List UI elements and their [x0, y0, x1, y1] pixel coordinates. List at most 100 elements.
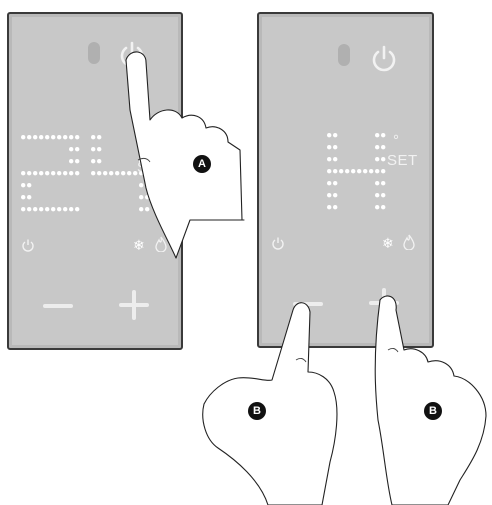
- plus-button[interactable]: [119, 290, 149, 320]
- display-dot: [327, 145, 332, 150]
- display-dot: [327, 181, 332, 186]
- small-power-icon: [22, 239, 34, 252]
- display-dot: [333, 169, 338, 174]
- display-dot: [91, 171, 96, 176]
- display-dot: [97, 159, 102, 164]
- minus-button[interactable]: [43, 304, 73, 308]
- display-dot: [375, 205, 380, 210]
- display-dot: [375, 157, 380, 162]
- display-dot: [69, 159, 74, 164]
- display-dot: [381, 157, 386, 162]
- display-dot: [97, 171, 102, 176]
- display-dot: [381, 169, 386, 174]
- display-dot: [51, 207, 56, 212]
- display-dot: [121, 171, 126, 176]
- display-dot: [109, 171, 114, 176]
- display-dot: [39, 207, 44, 212]
- display-dot: [75, 135, 80, 140]
- display-dot: [63, 171, 68, 176]
- display-dot: [139, 207, 144, 212]
- display-dot: [139, 195, 144, 200]
- led-indicator: [88, 42, 100, 64]
- display-dot: [75, 171, 80, 176]
- snowflake-icon: ❄: [382, 235, 394, 251]
- display-dot: [27, 135, 32, 140]
- display-dot: [351, 169, 356, 174]
- display-dot: [33, 135, 38, 140]
- display-dot: [115, 171, 120, 176]
- snowflake-icon: ❄: [133, 237, 145, 253]
- display-dot: [21, 171, 26, 176]
- display-dot: [333, 205, 338, 210]
- display-dot: [75, 147, 80, 152]
- display-dot: [357, 169, 362, 174]
- display-dot: [375, 181, 380, 186]
- display-dot: [21, 135, 26, 140]
- thermostat-panel-right: ° SET ❄: [257, 12, 434, 348]
- display-dot: [21, 195, 26, 200]
- small-power-icon: [272, 237, 284, 250]
- display-dot: [91, 159, 96, 164]
- display-dot: [381, 205, 386, 210]
- display-dot: [333, 193, 338, 198]
- display-dot: [327, 205, 332, 210]
- display-dot: [91, 147, 96, 152]
- display-dot: [327, 169, 332, 174]
- minus-button[interactable]: [293, 302, 323, 306]
- display-dot: [57, 135, 62, 140]
- display-dot: [133, 171, 138, 176]
- display-dot: [51, 171, 56, 176]
- display-dot: [69, 207, 74, 212]
- degree-symbol: °: [393, 132, 400, 149]
- display-dot: [333, 181, 338, 186]
- display-dot: [27, 207, 32, 212]
- display-dot: [39, 171, 44, 176]
- display-dot: [27, 195, 32, 200]
- display-dot: [97, 147, 102, 152]
- display-dot: [33, 207, 38, 212]
- display-dot: [139, 183, 144, 188]
- display-dot: [45, 207, 50, 212]
- display-dot: [339, 169, 344, 174]
- display-dot: [75, 159, 80, 164]
- display-dot: [327, 193, 332, 198]
- flame-icon: [155, 236, 167, 252]
- display-dot: [75, 207, 80, 212]
- display-dot: [127, 171, 132, 176]
- display-dot: [381, 181, 386, 186]
- display-dot: [45, 171, 50, 176]
- display-dot: [333, 145, 338, 150]
- display-dot: [375, 169, 380, 174]
- display-dot: [333, 157, 338, 162]
- display-dot: [27, 171, 32, 176]
- display-dot: [333, 133, 338, 138]
- display-dot: [39, 135, 44, 140]
- display-dot: [327, 157, 332, 162]
- display-dot: [69, 147, 74, 152]
- display-dot: [381, 193, 386, 198]
- display-dot: [381, 133, 386, 138]
- display-dot: [45, 135, 50, 140]
- display-dot: [21, 207, 26, 212]
- display-dot: [327, 133, 332, 138]
- display-dot: [63, 135, 68, 140]
- display-dot: [97, 135, 102, 140]
- callout-b-left: B: [248, 402, 266, 420]
- led-indicator: [338, 44, 350, 66]
- hand-b-right: [374, 295, 487, 505]
- mode-character: [327, 133, 386, 210]
- display-dot: [27, 183, 32, 188]
- flame-icon: [403, 234, 415, 250]
- callout-a: A: [193, 155, 211, 173]
- hand-a: [125, 51, 245, 259]
- display-dot: [33, 171, 38, 176]
- display-dot: [51, 135, 56, 140]
- display-dot: [375, 193, 380, 198]
- display-dot: [145, 207, 150, 212]
- power-icon[interactable]: [369, 44, 399, 74]
- display-dot: [103, 171, 108, 176]
- display-dot: [375, 145, 380, 150]
- display-dot: [369, 169, 374, 174]
- set-label: SET: [387, 152, 418, 169]
- display-dot: [63, 207, 68, 212]
